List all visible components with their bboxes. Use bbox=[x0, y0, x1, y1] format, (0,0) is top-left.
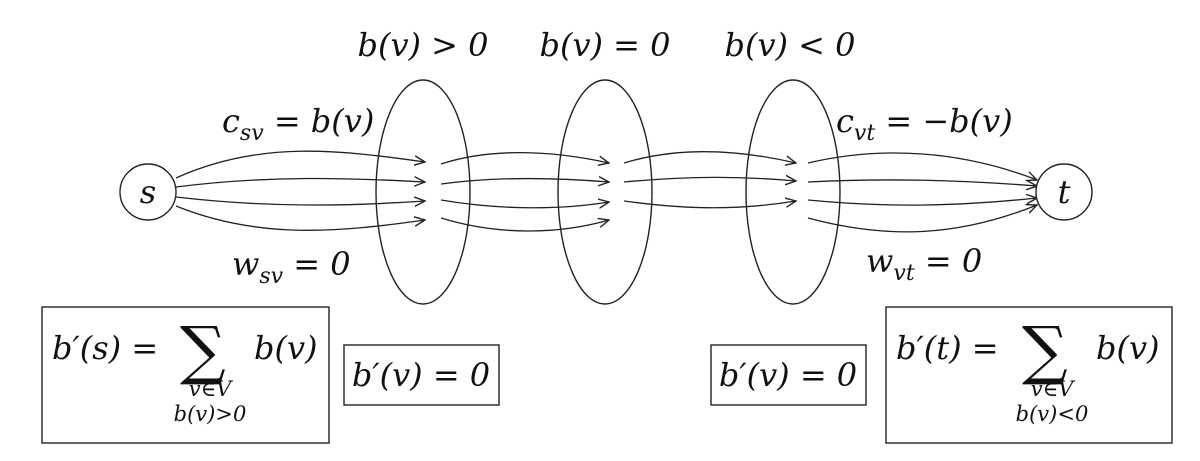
middle-right-box bbox=[710, 344, 867, 406]
group-zero-ellipse bbox=[557, 79, 653, 305]
source-sum-condition-1: v∈V bbox=[189, 377, 233, 401]
edge-source-group1 bbox=[175, 178, 425, 188]
sink-demand-box bbox=[885, 306, 1173, 444]
source-supply-box bbox=[41, 306, 330, 444]
edge-group2-group3 bbox=[623, 177, 796, 182]
source-node-label: s bbox=[140, 173, 156, 211]
source-supply-rhs: b(v) bbox=[254, 329, 318, 367]
source-supply-lhs: b′(s) = bbox=[52, 329, 158, 367]
group-positive-ellipse bbox=[375, 79, 471, 305]
edge-group1-group2 bbox=[440, 217, 609, 232]
weight-sink-label: wvt = 0 bbox=[866, 242, 982, 286]
capacity-sink-label: cvt = −b(v) bbox=[836, 102, 1013, 146]
group-negative-label: b(v) < 0 bbox=[724, 26, 855, 64]
edge-group1-group2 bbox=[440, 179, 609, 185]
group-zero-label: b(v) = 0 bbox=[539, 26, 670, 64]
edge-group3-sink bbox=[807, 179, 1037, 186]
edge-source-group1 bbox=[175, 150, 425, 179]
edge-group3-sink bbox=[807, 205, 1037, 233]
edge-group1-group2 bbox=[440, 151, 609, 164]
sink-sum-condition-2: b(v)<0 bbox=[1016, 402, 1089, 426]
edge-group3-sink bbox=[807, 198, 1037, 206]
sink-sum-condition-1: v∈V bbox=[1031, 377, 1075, 401]
edge-group2-group3 bbox=[623, 151, 796, 163]
edge-group3-sink bbox=[807, 152, 1037, 180]
edge-group1-group2 bbox=[440, 200, 609, 208]
sink-node bbox=[1035, 163, 1093, 221]
middle-right-balance: b′(v) = 0 bbox=[719, 356, 857, 394]
group-positive-label: b(v) > 0 bbox=[357, 26, 488, 64]
source-sum-condition-2: b(v)>0 bbox=[174, 402, 247, 426]
middle-left-box bbox=[343, 344, 500, 406]
source-sum-symbol: ∑ bbox=[180, 314, 226, 388]
capacity-source-label: csv = b(v) bbox=[222, 102, 374, 146]
sink-node-label: t bbox=[1058, 173, 1071, 211]
group-negative-ellipse bbox=[745, 79, 841, 305]
weight-source-label: wsv = 0 bbox=[232, 245, 351, 289]
source-node bbox=[119, 163, 177, 221]
middle-left-balance: b′(v) = 0 bbox=[352, 356, 490, 394]
edge-group2-group3 bbox=[623, 201, 796, 209]
sink-demand-rhs: b(v) bbox=[1096, 329, 1160, 367]
edge-source-group1 bbox=[175, 196, 425, 205]
sink-demand-lhs: b′(t) = bbox=[896, 329, 999, 367]
edge-source-group1 bbox=[175, 205, 425, 231]
sink-sum-symbol: ∑ bbox=[1022, 314, 1068, 388]
